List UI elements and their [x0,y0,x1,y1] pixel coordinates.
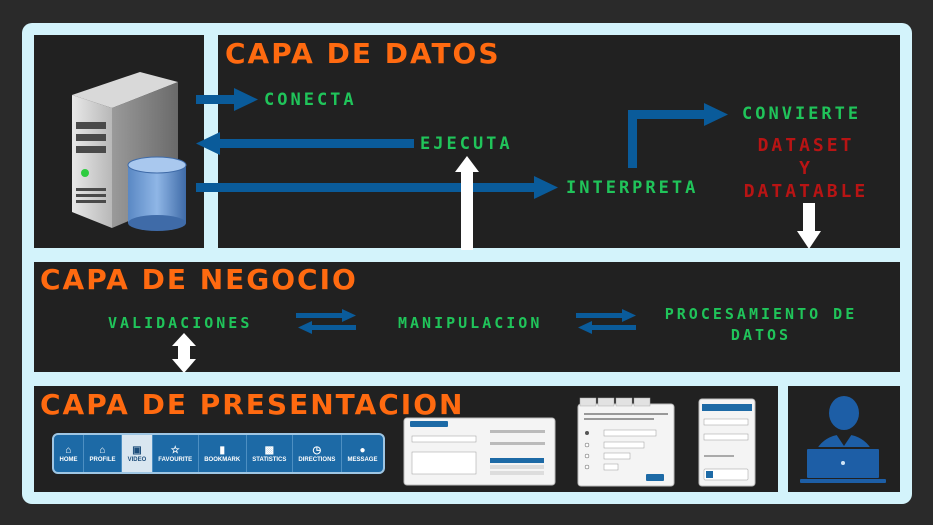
nav-item-statistics[interactable]: ▩ STATISTICS [247,435,293,472]
navbar-mockup: ⌂ HOME ⌂ PROFILE ▣ VIDEO ☆ FAVOURITE ▮ B… [52,433,385,474]
manipulacion-label: MANIPULACION [398,314,543,332]
star-icon: ☆ [170,444,180,456]
form-mockup [403,417,556,486]
interpreta-label: INTERPRETA [566,178,699,198]
ejecuta-up-arrow [455,156,479,250]
poll-mockup [577,397,675,487]
nav-item-message[interactable]: ● MESSAGE [347,444,378,463]
y-label: Y [799,158,813,179]
capa-negocio-title: CAPA DE NEGOCIO [40,263,358,296]
dataset-label: DATASET [757,135,855,156]
convierte-arrow [628,103,728,168]
capa-presentacion-title: CAPA DE PRESENTACION [40,388,465,421]
negocio-presentacion-arrow [172,333,196,373]
procesamiento-line-2: DATOS [730,326,792,344]
user-laptop-icon [800,396,886,483]
convierte-label: CONVIERTE [742,104,862,124]
capa-datos-title: CAPA DE DATOS [225,37,501,70]
bar-chart-icon: ▩ [264,444,275,456]
interpreta-arrow [196,176,558,199]
database-icon [127,156,187,231]
validaciones-manipulacion-arrows [296,309,356,334]
ejecuta-label: EJECUTA [420,134,513,154]
bookmark-icon: ▮ [219,444,225,456]
nav-item-favourite[interactable]: ☆ FAVOURITE [153,435,199,472]
validaciones-label: VALIDACIONES [108,314,253,332]
conecta-arrow [196,88,258,111]
procesamiento-line-1: PROCESAMIENTO DE [664,305,858,323]
login-mockup [698,398,756,487]
dataset-datatable-label: DATASET Y DATATABLE [736,134,876,203]
datatable-label: DATATABLE [743,181,869,202]
video-icon: ▣ [132,444,142,456]
datatable-down-arrow [797,203,821,249]
manipulacion-procesamiento-arrows [576,309,636,334]
procesamiento-label: PROCESAMIENTO DE DATOS [656,304,866,346]
nav-item-bookmark[interactable]: ▮ BOOKMARK [199,435,247,472]
conecta-label: CONECTA [264,90,357,110]
nav-item-home[interactable]: ⌂ HOME [54,435,85,472]
nav-item-video[interactable]: ▣ VIDEO [122,435,153,472]
nav-item-profile[interactable]: ⌂ PROFILE [84,435,123,472]
home-icon: ⌂ [65,444,72,456]
nav-item-directions[interactable]: ◷ DIRECTIONS [293,435,342,472]
house-icon: ⌂ [99,444,106,456]
clock-icon: ◷ [312,444,322,456]
ejecuta-arrow [196,132,414,155]
speech-bubble-icon: ● [359,444,366,456]
